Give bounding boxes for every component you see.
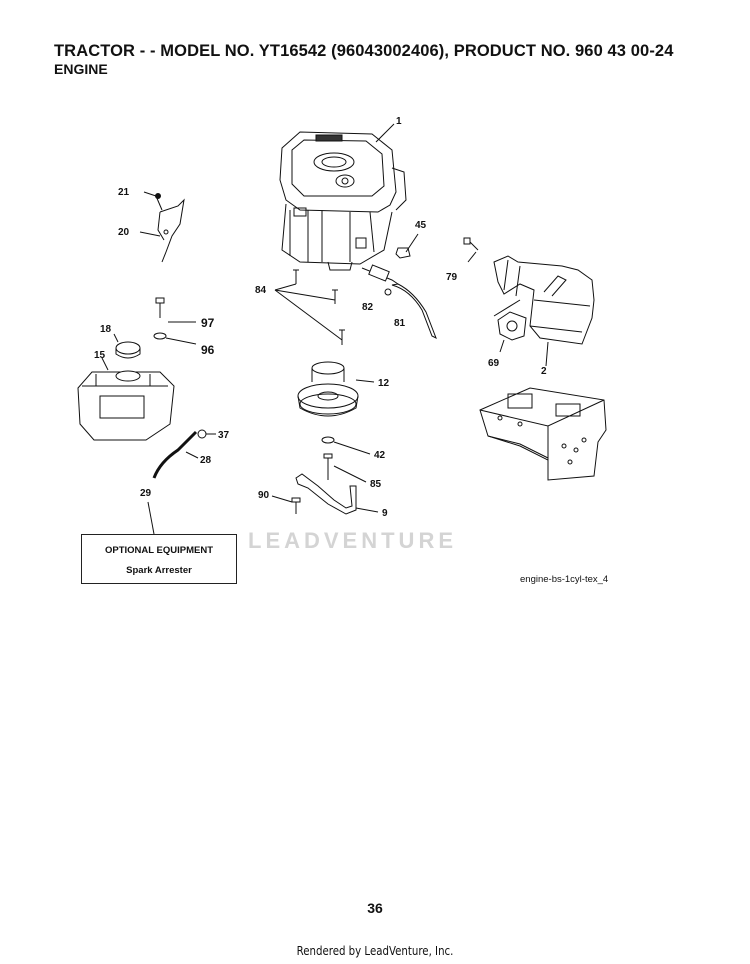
dipstick-tube	[361, 264, 437, 340]
callout-37: 37	[218, 430, 230, 441]
nut-45	[395, 233, 419, 259]
watermark-text: LEADVENTURE	[248, 528, 458, 553]
callout-1: 1	[396, 116, 402, 127]
leader-1	[375, 123, 395, 143]
callout-69: 69	[488, 358, 500, 369]
optional-equipment-title: OPTIONAL EQUIPMENT	[104, 545, 214, 556]
footer-text: Rendered by LeadVenture, Inc.	[296, 944, 454, 958]
callout-9: 9	[382, 508, 388, 519]
fuel-tank	[77, 333, 175, 441]
throttle-bracket	[139, 191, 185, 263]
optional-equipment-item: Spark Arrester	[126, 565, 192, 576]
diagram-reference: engine-bs-1cyl-tex_4	[520, 574, 609, 585]
pulley	[297, 361, 375, 417]
section-subtitle: ENGINE	[54, 61, 108, 77]
fuel-line	[152, 429, 216, 479]
callout-84: 84	[255, 285, 267, 296]
optional-equipment-box: OPTIONAL EQUIPMENT Spark Arrester	[81, 534, 237, 584]
muffler	[463, 237, 595, 367]
chassis-frame	[479, 387, 607, 481]
leader-29	[147, 501, 155, 535]
callout-12: 12	[378, 378, 390, 389]
callout-18: 18	[100, 324, 112, 335]
callout-97: 97	[201, 316, 215, 330]
callout-15: 15	[94, 350, 106, 361]
bolt-84	[274, 269, 345, 345]
callout-90: 90	[258, 490, 270, 501]
page-title: TRACTOR - - MODEL NO. YT16542 (960430024…	[54, 42, 674, 60]
engine-assembly	[279, 131, 407, 271]
callout-29: 29	[140, 488, 152, 499]
support-bracket	[271, 473, 379, 515]
callout-20: 20	[118, 227, 130, 238]
page-number: 36	[367, 900, 383, 916]
bolt-85	[321, 436, 371, 483]
callout-81: 81	[394, 318, 406, 329]
callout-96: 96	[201, 343, 215, 357]
callout-79: 79	[446, 272, 458, 283]
bolt-97	[153, 297, 197, 345]
callout-85: 85	[370, 479, 382, 490]
callout-82: 82	[362, 302, 374, 313]
callout-28: 28	[200, 455, 212, 466]
callout-2: 2	[541, 366, 547, 377]
callout-42: 42	[374, 450, 386, 461]
callout-21: 21	[118, 187, 130, 198]
callout-45: 45	[415, 220, 427, 231]
